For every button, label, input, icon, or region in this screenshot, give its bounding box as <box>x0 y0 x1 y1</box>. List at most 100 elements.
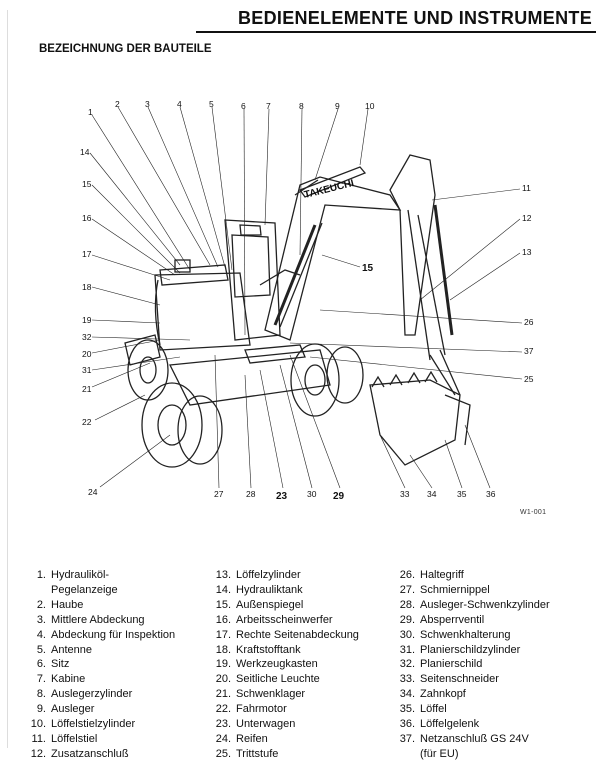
legend-item-label: Kraftstofftank <box>236 643 301 656</box>
legend-item-number: 6. <box>36 658 46 671</box>
legend-item: 4.Abdeckung für Inspektion <box>20 628 175 643</box>
legend-item-label: (für EU) <box>420 747 459 760</box>
legend-item-label: Zahnkopf <box>420 688 466 701</box>
legend-item-number: 25. <box>215 747 231 760</box>
legend-item-label: Außenspiegel <box>236 598 304 611</box>
legend-item-number: 36. <box>399 718 415 731</box>
legend-item: 31.Planierschildzylinder <box>389 643 550 658</box>
legend-item: 8.Auslegerzylinder <box>20 687 175 702</box>
legend-item: 1.Hydrauliköl- <box>20 568 175 583</box>
legend-item-number: 24. <box>215 732 231 745</box>
legend-item-label: Ausleger <box>51 703 95 716</box>
legend-item: 27.Schmiernippel <box>389 583 550 598</box>
legend-item-number: 29. <box>399 613 415 626</box>
legend-item-label: Werkzeugkasten <box>236 658 318 671</box>
callout-6: 6 <box>241 101 246 111</box>
legend-item-label: Haltegriff <box>420 569 464 581</box>
legend-item: 16. Arbeitsscheinwerfer <box>205 613 359 628</box>
legend-item-number: 35. <box>399 703 415 716</box>
callout-8: 8 <box>299 101 304 111</box>
legend-item-label: Mittlere Abdeckung <box>51 613 145 626</box>
callout-20: 20 <box>82 349 92 359</box>
legend-item: 10.Löffelstielzylinder <box>20 717 175 732</box>
callout-14: 14 <box>80 147 90 157</box>
legend-item: 32.Planierschild <box>389 657 550 672</box>
legend-item-label: Sitz <box>51 658 70 671</box>
legend-item-number: 16. <box>215 613 231 626</box>
callout-1: 1 <box>88 107 93 117</box>
legend-item-label: Netzanschluß GS 24V <box>420 732 529 745</box>
dozer-blade <box>124 334 161 366</box>
legend-item-number: 37. <box>399 732 415 745</box>
callout-15: 15 <box>362 263 374 274</box>
legend-item-label: Löffelstiel <box>51 732 98 745</box>
legend-item-number <box>20 583 51 598</box>
callout-35: 35 <box>457 489 467 499</box>
callout-33: 33 <box>400 489 410 499</box>
legend-item-number: 28. <box>399 598 415 611</box>
hood <box>159 264 229 286</box>
section-heading: BEZEICHNUNG DER BAUTEILE <box>39 43 212 55</box>
legend-item-label: Absperrventil <box>420 613 485 626</box>
legend-item-label: Reifen <box>236 732 268 745</box>
legend-item: 6. Sitz <box>20 657 175 672</box>
legend-item: 12.Zusatzanschluß <box>20 747 175 762</box>
callout-18: 18 <box>82 282 92 292</box>
callout-29: 29 <box>333 491 345 502</box>
legend-item-number: 17. <box>215 628 231 641</box>
legend-item-number: 15. <box>215 598 231 611</box>
legend-item: (für EU) <box>389 747 550 762</box>
legend-item-label: Arbeitsscheinwerfer <box>236 613 333 626</box>
legend-item: 22.Fahrmotor <box>205 702 359 717</box>
legend-item-label: Trittstufe <box>236 747 279 760</box>
figure-code: W1-001 <box>520 509 547 516</box>
excavator-diagram: TAKEUCHI <box>80 99 534 502</box>
legend-item-number: 3. <box>36 613 46 626</box>
callout-36: 36 <box>486 489 496 499</box>
callout-2: 2 <box>115 99 120 109</box>
legend-item-label: Planierschildzylinder <box>420 643 521 656</box>
margin-line <box>7 10 8 748</box>
callout-26: 26 <box>524 317 534 327</box>
title-underline <box>196 31 596 33</box>
legend-item: 34.Zahnkopf <box>389 687 550 702</box>
cab <box>224 219 281 341</box>
legend-item: 25. Trittstufe <box>205 747 359 762</box>
callout-9: 9 <box>335 101 340 111</box>
legend-item: 15. Außenspiegel <box>205 598 359 613</box>
legend-item: 35.Löffel <box>389 702 550 717</box>
legend-item: 3. Mittlere Abdeckung <box>20 613 175 628</box>
legend-item: 21.Schwenklager <box>205 687 359 702</box>
legend-item-label: Unterwagen <box>236 718 296 731</box>
legend-item-label: Löffelstielzylinder <box>51 718 136 731</box>
legend-item: 33.Seitenschneider <box>389 672 550 687</box>
arm <box>389 154 436 336</box>
legend-item-number: 5. <box>36 643 46 656</box>
legend-item: 30. Schwenkhalterung <box>389 628 550 643</box>
callout-11: 11 <box>522 183 531 193</box>
legend-item-number: 4. <box>36 628 46 641</box>
callout-5: 5 <box>209 99 214 109</box>
callout-31: 31 <box>82 365 92 375</box>
callout-7: 7 <box>266 101 271 111</box>
legend-item-label: Planierschild <box>420 658 483 671</box>
callout-16: 16 <box>82 213 92 223</box>
legend-item-label: Schwenklager <box>236 688 306 701</box>
callout-3: 3 <box>145 99 150 109</box>
legend-item: 13.Löffelzylinder <box>205 568 359 583</box>
callout-15-left: 15 <box>82 179 92 189</box>
callout-4: 4 <box>177 99 182 109</box>
legend-item: 37. Netzanschluß GS 24V <box>389 732 550 747</box>
boom <box>264 176 402 341</box>
bucket <box>369 379 461 466</box>
legend-item: 23.Unterwagen <box>205 717 359 732</box>
legend-item-number: 1. <box>36 569 46 581</box>
legend-item-label: Löffelzylinder <box>236 569 301 581</box>
legend-item: Pegelanzeige <box>20 583 175 598</box>
legend-item-number: 30. <box>399 628 415 641</box>
legend-item: 9.Ausleger <box>20 702 175 717</box>
legend-item-label: Schwenkhalterung <box>420 628 511 641</box>
callout-19: 19 <box>82 315 92 325</box>
legend-item-label: Seitenschneider <box>420 673 499 686</box>
legend-item: 18.Kraftstofftank <box>205 643 359 658</box>
